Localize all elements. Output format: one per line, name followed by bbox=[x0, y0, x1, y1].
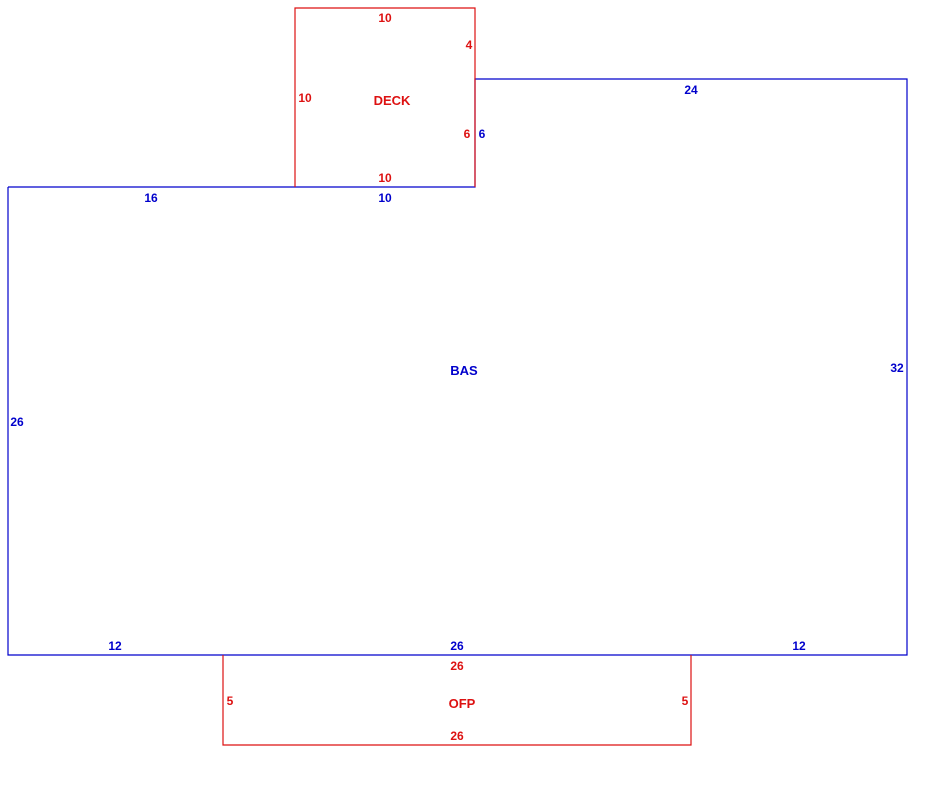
ofp-dim-top: 26 bbox=[450, 659, 464, 673]
deck-dim-right-upper: 4 bbox=[466, 38, 473, 52]
ofp-label: OFP bbox=[449, 696, 476, 711]
bas-label: BAS bbox=[450, 363, 478, 378]
deck-outline bbox=[294, 7, 476, 187]
deck-dim-right-lower: 6 bbox=[464, 127, 471, 141]
bas-dim-left: 26 bbox=[10, 415, 24, 429]
ofp-dim-left: 5 bbox=[227, 694, 234, 708]
bas-dim-bottom-mid: 26 bbox=[450, 639, 464, 653]
bas-dim-bottom-left: 12 bbox=[108, 639, 122, 653]
bas-dim-top-left: 16 bbox=[144, 191, 158, 205]
ofp-outline bbox=[222, 655, 692, 746]
ofp-dim-right: 5 bbox=[682, 694, 689, 708]
deck-dim-top: 10 bbox=[378, 11, 392, 25]
bas-dim-top-right: 24 bbox=[684, 83, 698, 97]
ofp-dim-bottom: 26 bbox=[450, 729, 464, 743]
deck-dim-bottom: 10 bbox=[378, 171, 392, 185]
bas-dim-right: 32 bbox=[890, 361, 904, 375]
deck-label: DECK bbox=[374, 93, 411, 108]
bas-dim-bottom-right: 12 bbox=[792, 639, 806, 653]
bas-dim-step: 6 bbox=[479, 127, 486, 141]
deck-dim-left: 10 bbox=[298, 91, 312, 105]
bas-dim-top-mid: 10 bbox=[378, 191, 392, 205]
